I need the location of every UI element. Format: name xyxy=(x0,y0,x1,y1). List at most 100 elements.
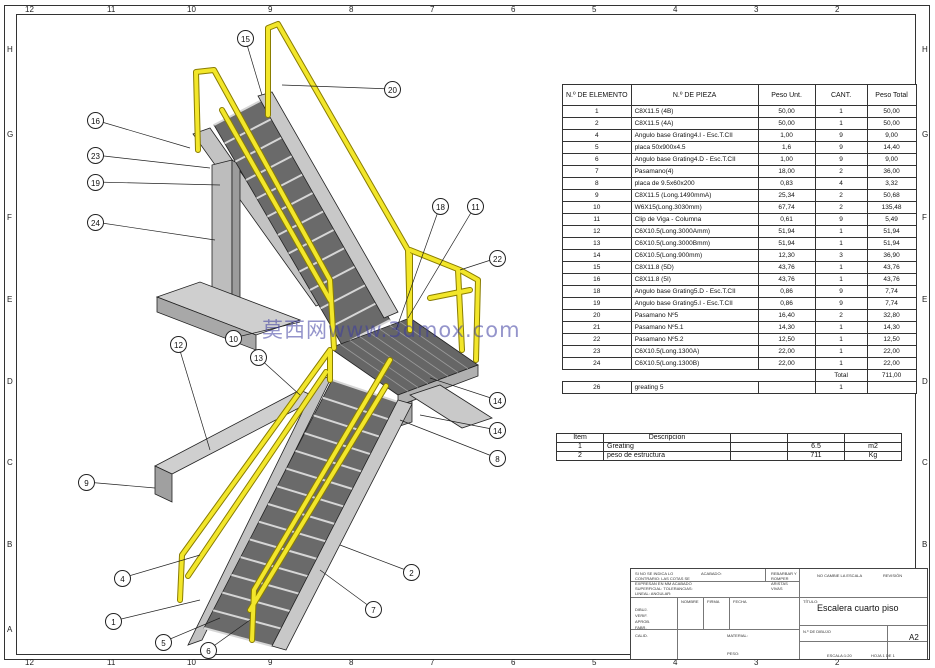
bom-cell: 3,32 xyxy=(866,177,917,190)
title-block-no-cambie: NO CAMBIE LA ESCALA xyxy=(817,573,863,578)
zone-label-bottom: 6 xyxy=(511,658,516,667)
title-block-row-dibuj: DIBUJ. xyxy=(635,607,648,612)
bom-cell: 9 xyxy=(814,285,868,298)
zone-label-top: 12 xyxy=(25,5,34,14)
bom-cell: 7 xyxy=(562,165,632,178)
materials-header-blank-1 xyxy=(730,433,788,443)
materials-cell: 1 xyxy=(556,442,604,452)
support-column xyxy=(211,159,241,306)
title-block-material: MATERIAL: xyxy=(727,633,748,638)
bom-cell: 2 xyxy=(562,117,632,130)
balloon-leader xyxy=(177,343,211,451)
bom-cell: 9 xyxy=(814,153,868,166)
bom-cell: 8 xyxy=(562,177,632,190)
bom-cell: 2 xyxy=(814,309,868,322)
balloon-leader xyxy=(162,617,221,643)
bom-cell: 43,76 xyxy=(757,273,816,286)
bom-cell: Pasamano(4) xyxy=(630,165,759,178)
bom-cell: 12 xyxy=(562,225,632,238)
bom-cell: C6X10.5(Long.1300A) xyxy=(630,345,759,358)
bom-cell: C6X10.5(Long.900mm) xyxy=(630,249,759,262)
sheet-outer-border xyxy=(4,5,930,660)
bom-cell: 22 xyxy=(562,333,632,346)
bom-cell: 50,00 xyxy=(866,117,917,130)
title-block-peso: PESO: xyxy=(727,651,740,656)
bom-cell: 67,74 xyxy=(757,201,816,214)
bom-cell: 3 xyxy=(814,249,868,262)
item-balloon: 7 xyxy=(365,601,382,618)
bom-cell: 10 xyxy=(562,201,632,214)
bom-cell: 1 xyxy=(814,357,868,370)
bom-cell: 1 xyxy=(814,225,868,238)
item-balloon: 9 xyxy=(78,474,95,491)
bom-cell: 6 xyxy=(562,153,632,166)
bom-cell: 9 xyxy=(814,213,868,226)
bom-cell: 16 xyxy=(562,273,632,286)
balloon-leader xyxy=(112,599,201,622)
item-balloon: 5 xyxy=(155,634,172,651)
balloon-leader xyxy=(94,181,221,186)
balloon-leader xyxy=(121,554,201,579)
bom-cell: 1 xyxy=(814,333,868,346)
landing-grating-bar xyxy=(349,340,419,388)
bom-cell: 14,30 xyxy=(866,321,917,334)
lower-tread-nosing xyxy=(249,538,318,560)
bom-cell: 20 xyxy=(562,309,632,322)
title-block-rebabas: REBARBAR Y ROMPER ARISTAS VIVAS xyxy=(771,571,797,591)
bom-cell: 12,50 xyxy=(866,333,917,346)
zone-label-right: G xyxy=(922,130,929,139)
zone-label-top: 6 xyxy=(511,5,516,14)
bom-cell: 14 xyxy=(562,249,632,262)
bom-cell: 1 xyxy=(814,321,868,334)
item-balloon: 18 xyxy=(432,198,449,215)
bom-cell: 12,50 xyxy=(757,333,816,346)
bom-header-peso-unt: Peso Unt. xyxy=(757,84,816,106)
balloon-leader xyxy=(94,221,216,241)
zone-label-right: D xyxy=(922,377,928,386)
bom-cell: 1 xyxy=(814,105,868,118)
title-block-col-firma: FIRMA xyxy=(707,599,720,604)
materials-cell: peso de estructura xyxy=(603,451,731,461)
bom-total-label: Total xyxy=(814,369,868,382)
item-balloon: 2 xyxy=(403,564,420,581)
bom-cell: C8X11.8 (5D) xyxy=(630,261,759,274)
item-balloon: 10 xyxy=(225,330,242,347)
balloon-leader xyxy=(257,356,301,396)
zone-label-bottom: 4 xyxy=(673,658,678,667)
materials-cell: m2 xyxy=(844,442,902,452)
bom-cell: Angulo base Grating5.I - Esc.T.CII xyxy=(630,297,759,310)
bom-cell: 7,74 xyxy=(866,297,917,310)
zone-label-top: 4 xyxy=(673,5,678,14)
materials-header-blank-2 xyxy=(787,433,845,443)
upper-tread-nosing xyxy=(330,300,380,328)
bom-cell: 18 xyxy=(562,285,632,298)
balloon-leader xyxy=(232,321,301,339)
lower-tread-nosing xyxy=(322,396,390,421)
lower-tread-nosing xyxy=(313,414,381,438)
bom-cell xyxy=(866,381,917,394)
item-balloon: 6 xyxy=(200,642,217,659)
bom-cell: 22,00 xyxy=(757,357,816,370)
item-balloon: 19 xyxy=(87,174,104,191)
bom-cell: placa 50x900x4.5 xyxy=(630,141,759,154)
materials-cell: Greating xyxy=(603,442,731,452)
item-balloon: 4 xyxy=(114,570,131,587)
bom-total-spacer xyxy=(563,370,632,382)
bom-cell: 5,49 xyxy=(866,213,917,226)
materials-header-item: Item xyxy=(556,433,604,443)
bom-cell: 43,76 xyxy=(866,261,917,274)
bom-cell: 13 xyxy=(562,237,632,250)
bom-cell: 1 xyxy=(814,261,868,274)
materials-header-blank-3 xyxy=(844,433,902,443)
bom-cell: 36,00 xyxy=(866,165,917,178)
zone-label-bottom: 2 xyxy=(835,658,840,667)
